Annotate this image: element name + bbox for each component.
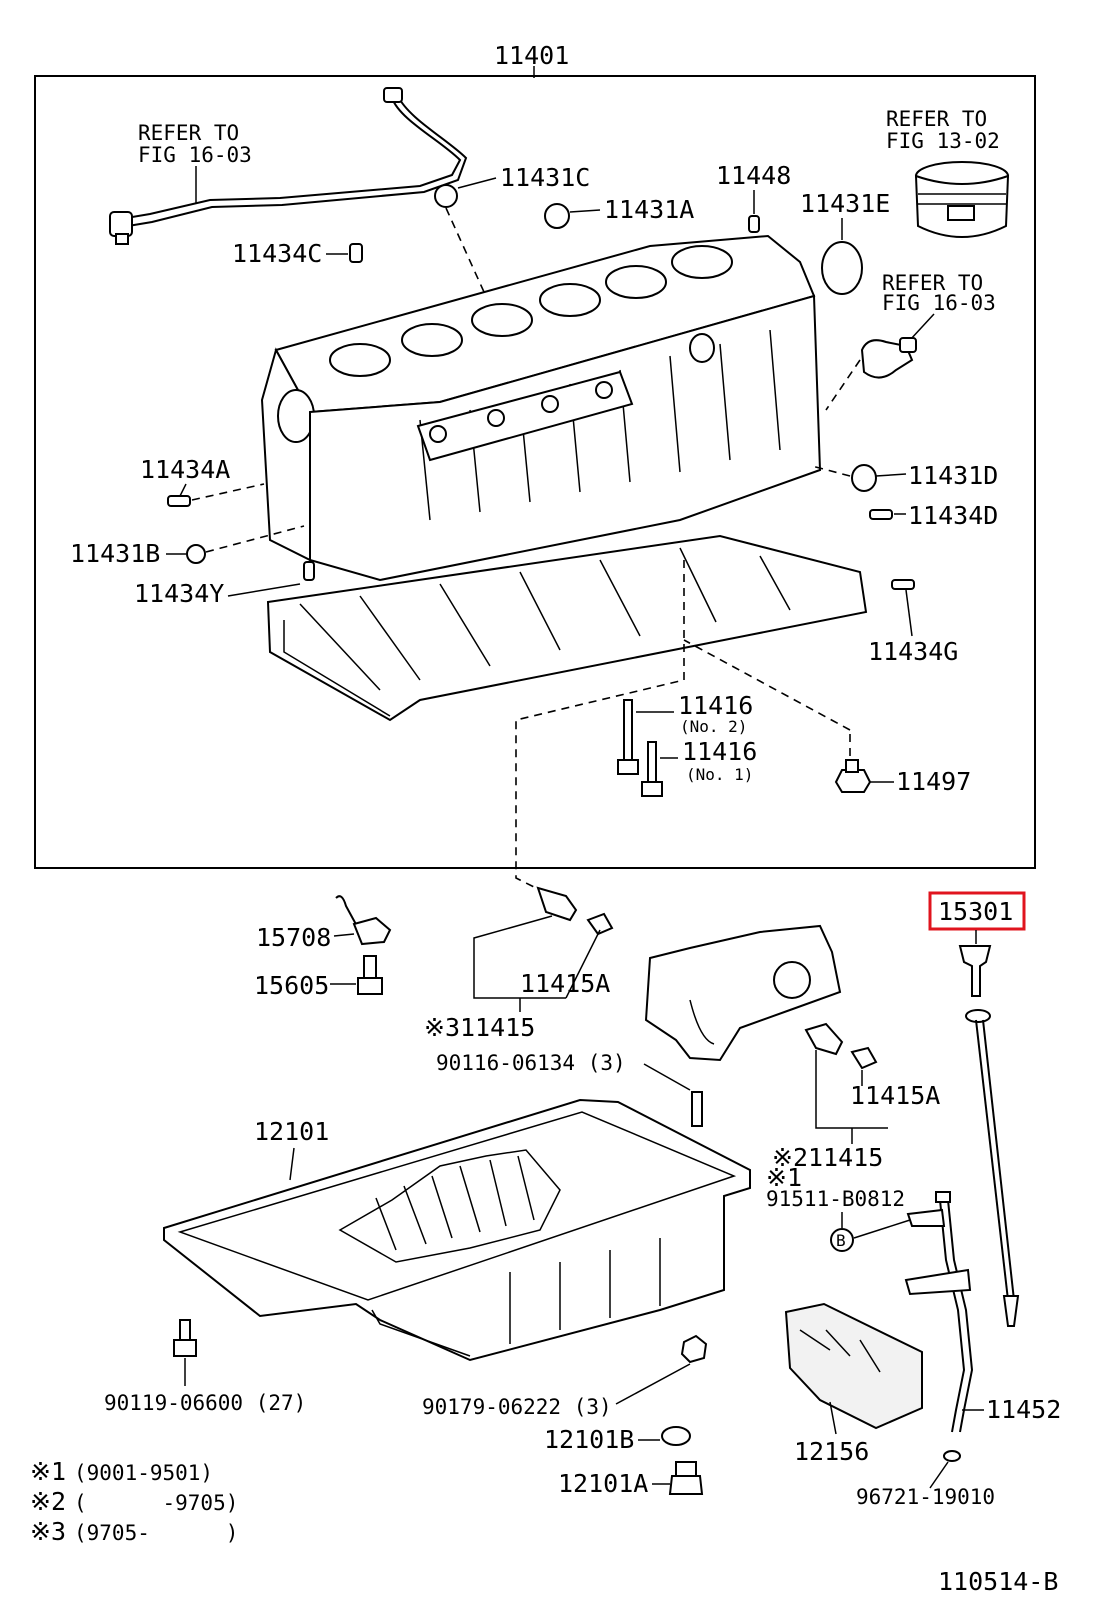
pin-11434A-icon (167, 495, 191, 507)
refer-label-piston-line1: REFER TO (886, 107, 987, 131)
timing-cover-icon (644, 924, 842, 1062)
drain-plug-12101A-icon (668, 1461, 704, 1495)
legend-range-3: (9705- ) (74, 1521, 238, 1545)
label-15708: 15708 (256, 923, 331, 952)
bolt-11416-no2-icon (617, 699, 639, 775)
label-11416-no2: 11416 (678, 691, 753, 720)
oil-jet-upper-icon (536, 886, 614, 936)
figure-id: 110514-B (938, 1567, 1058, 1596)
piston-icon (914, 161, 1010, 238)
legend-range-1: (9001-9501) (74, 1461, 213, 1485)
label-11434D: 11434D (908, 501, 998, 530)
legend-range-2: ( -9705) (74, 1491, 238, 1515)
label-90179: 90179-06222 (3) (422, 1395, 612, 1419)
plug-11431A-icon (544, 203, 570, 229)
label-11434A: 11434A (140, 455, 230, 484)
label-11434C: 11434C (232, 239, 322, 268)
label-11401: 11401 (494, 41, 569, 70)
stud-90116-icon (691, 1091, 703, 1127)
label-11415A-lower: 11415A (850, 1081, 940, 1110)
plug-11431E-icon (821, 241, 863, 295)
label-11497: 11497 (896, 767, 971, 796)
label-90116: 90116-06134 (3) (436, 1051, 626, 1075)
legend: ※1 (9001-9501) ※2 ( -9705) ※3 (9705- ) (30, 1457, 238, 1546)
pin-11434G-icon (891, 579, 915, 590)
dipstick-15301-icon (958, 945, 1020, 1327)
oil-jet-lower-icon (804, 1022, 878, 1070)
label-15301: 15301 (938, 897, 1013, 926)
pin-11434C-icon (349, 243, 363, 263)
label-90119: 90119-06600 (27) (104, 1391, 306, 1415)
oil-tube-left (109, 87, 468, 245)
label-11416-no2-note: (No. 2) (680, 717, 747, 736)
label-11434G: 11434G (868, 637, 958, 666)
dipstick-guide-11452-icon (904, 1191, 974, 1433)
bolt-90119-icon (173, 1319, 197, 1357)
label-11452: 11452 (986, 1395, 1061, 1424)
pin-11448-icon (748, 215, 760, 233)
refer-label-right-line2: FIG 16-03 (882, 291, 996, 315)
label-11431C: 11431C (500, 163, 590, 192)
baffle-12156-icon (784, 1302, 923, 1430)
label-96721: 96721-19010 (856, 1485, 995, 1509)
plug-11431B-icon (186, 544, 206, 564)
union-fitting-icon (860, 337, 917, 379)
legend-mark-2: ※2 (30, 1487, 66, 1516)
label-11434Y: 11434Y (134, 579, 224, 608)
pin-11434D-icon (869, 509, 893, 520)
label-11431E: 11431E (800, 189, 890, 218)
bolt-15605-icon (357, 955, 383, 995)
plug-11431C-icon (434, 184, 458, 208)
legend-mark-1: ※1 (30, 1457, 66, 1486)
refer-label-piston-line2: FIG 13-02 (886, 129, 1000, 153)
circle-b-icon (830, 1228, 854, 1252)
label-12156: 12156 (794, 1437, 869, 1466)
refer-label-left-line2: FIG 16-03 (138, 143, 252, 167)
refer-label-left-line1: REFER TO (138, 121, 239, 145)
label-12101B: 12101B (544, 1425, 634, 1454)
label-12101: 12101 (254, 1117, 329, 1146)
pin-11434Y-icon (303, 561, 315, 581)
oil-pipe-15708-icon (335, 895, 392, 946)
refer-label-right-line1: REFER TO (882, 271, 983, 295)
label-15605: 15605 (254, 971, 329, 1000)
legend-mark-3: ※3 (30, 1517, 66, 1546)
label-11431A: 11431A (604, 195, 694, 224)
label-mark1: ※1 (766, 1163, 802, 1192)
label-211415: ※211415 (772, 1143, 883, 1172)
bolt-11416-no1-icon (641, 741, 663, 797)
engine-block-icon (260, 234, 868, 722)
nut-90179-icon (680, 1334, 708, 1364)
circle-b-label: B (836, 1231, 846, 1250)
label-11431D: 11431D (908, 461, 998, 490)
oil-pan-12101-icon (163, 1098, 751, 1362)
label-311415: ※311415 (424, 1013, 535, 1042)
gasket-12101B-icon (661, 1426, 691, 1446)
nozzle-11497-icon (834, 759, 872, 793)
label-11416-no1-note: (No. 1) (686, 765, 753, 784)
label-11448: 11448 (716, 161, 791, 190)
label-11416-no1: 11416 (682, 737, 757, 766)
o-ring-96721-icon (943, 1450, 961, 1462)
assembly-frame (34, 75, 1036, 869)
label-91511: 91511-B0812 (766, 1187, 905, 1211)
label-12101A: 12101A (558, 1469, 648, 1498)
label-11415A-upper: 11415A (520, 969, 610, 998)
highlight-box-15301 (928, 891, 1026, 931)
label-11431B: 11431B (70, 539, 160, 568)
plug-11431D-icon (851, 464, 877, 492)
